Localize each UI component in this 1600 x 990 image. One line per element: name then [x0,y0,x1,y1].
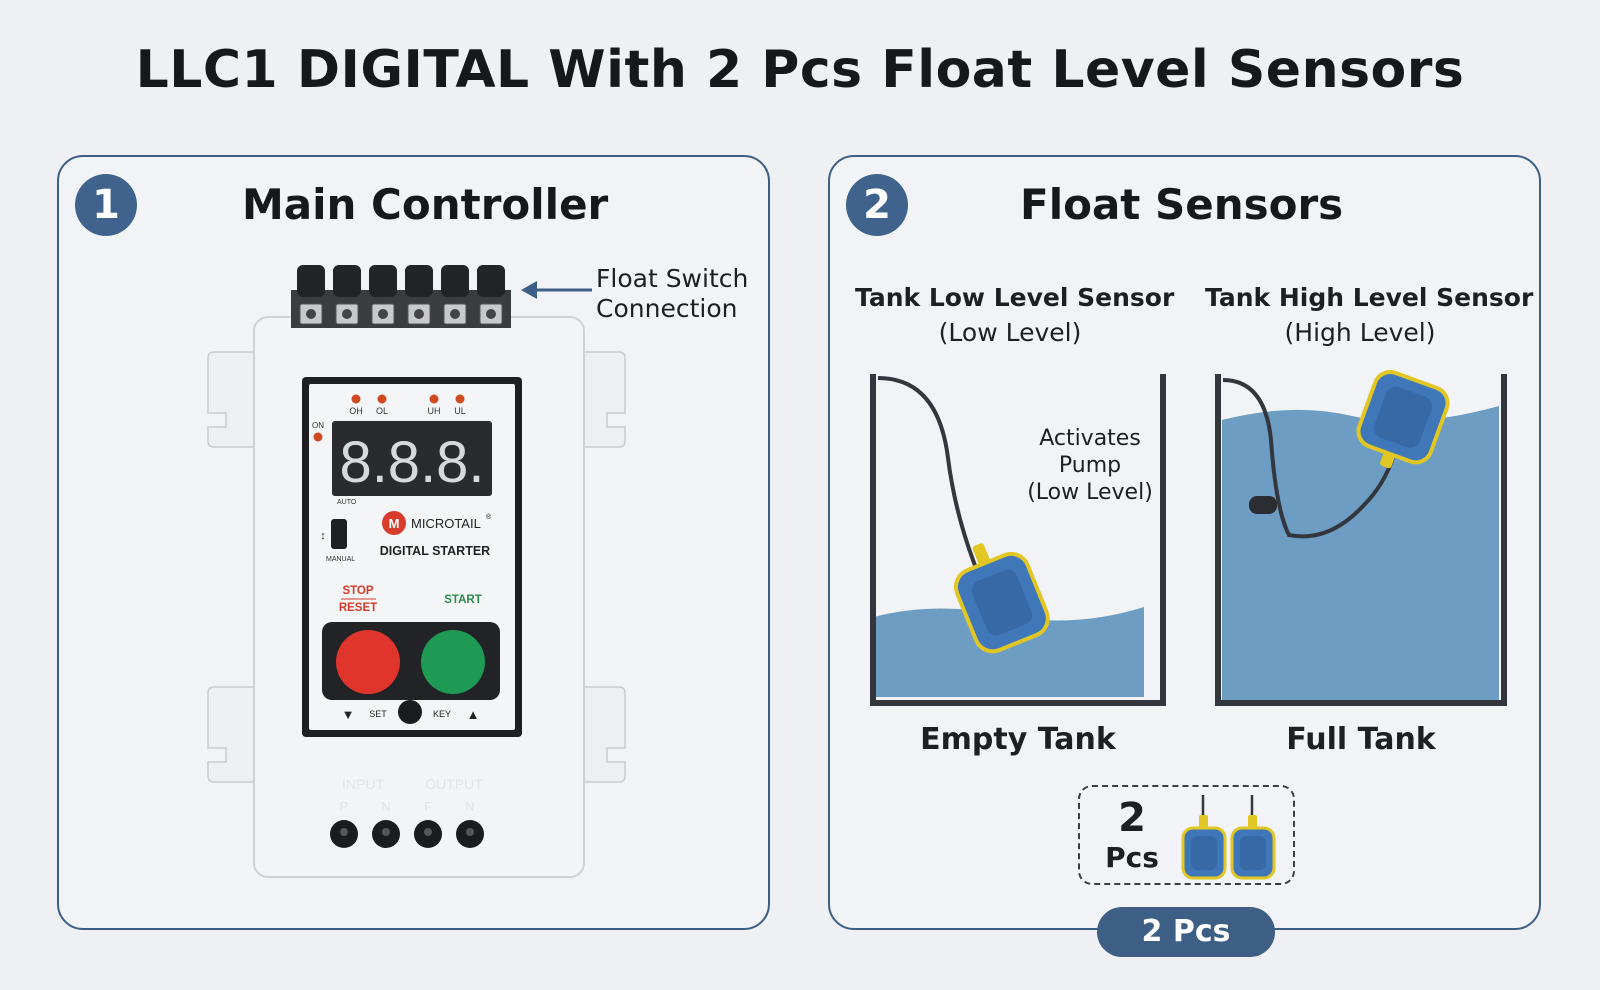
terminal-letter: N [465,799,474,814]
arrow-left-icon [521,281,592,299]
stop-label: STOP [342,585,373,597]
quantity-pill: 2 Pcs [1097,907,1275,957]
start-button[interactable] [421,630,485,694]
low-sensor-title: Tank Low Level Sensor (Low Level) [855,280,1175,350]
brand-mark: ® [486,513,492,521]
terminal-letter: N [381,799,390,814]
high-sensor-title: Tank High Level Sensor (High Level) [1205,280,1534,350]
switch-label-manual: MANUAL [326,556,355,563]
panel-title: Main Controller [242,180,609,229]
empty-tank-label: Empty Tank [920,722,1116,757]
quantity-number: 2 [1118,795,1146,841]
svg-text:M: M [389,516,400,531]
full-tank-label: Full Tank [1286,722,1436,757]
led-label: UH [428,406,441,416]
controller-device-image: OH OL UH UL ON 8.8.8. AUTO ↕ MANUAL M MI… [207,265,626,878]
page-title: LLC1 DIGITAL With 2 Pcs Float Level Sens… [135,40,1465,100]
low-sensor-name: Tank Low Level Sensor [855,283,1175,312]
led-label-on: ON [312,421,324,430]
panel-title: Float Sensors [1020,180,1344,229]
svg-text:↕: ↕ [320,530,326,542]
quantity-box: 2 Pcs [1078,785,1295,885]
stop-reset-button[interactable] [336,630,400,694]
step-number-badge: 1 [75,174,137,236]
model-name: DIGITAL STARTER [380,544,490,558]
high-sensor-sub: (High Level) [1284,318,1436,347]
start-label: START [444,594,481,606]
step-number-badge: 2 [846,174,908,236]
key-label: KEY [433,709,451,719]
led-label: OH [349,406,363,416]
low-sensor-sub: (Low Level) [938,318,1082,347]
main-controller-panel: 1 Main Controller [57,155,770,930]
quantity-word: Pcs [1105,841,1159,874]
note-line: Activates [1039,426,1141,451]
reset-label: RESET [339,602,377,614]
activates-pump-note: Activates Pump (Low Level) [1015,425,1165,506]
input-label: INPUT [342,776,384,792]
svg-text:▲: ▲ [467,707,480,722]
svg-text:▼: ▼ [342,707,355,722]
switch-label-auto: AUTO [337,499,357,506]
note-line: Pump [1058,453,1122,478]
output-label: OUTPUT [425,776,483,792]
note-line: (Low Level) [1027,480,1153,505]
high-sensor-name: Tank High Level Sensor [1205,283,1534,312]
set-label: SET [369,709,387,719]
terminal-letter: F [424,799,432,814]
seven-segment-display: 8.8.8. [339,430,484,495]
brand-name: MICROTAIL [411,516,481,531]
led-label: UL [454,406,466,416]
float-switch-callout: Float Switch Connection [596,264,749,323]
terminal-letter: P [340,799,349,814]
led-label: OL [376,406,388,416]
set-key-button[interactable] [398,700,422,724]
